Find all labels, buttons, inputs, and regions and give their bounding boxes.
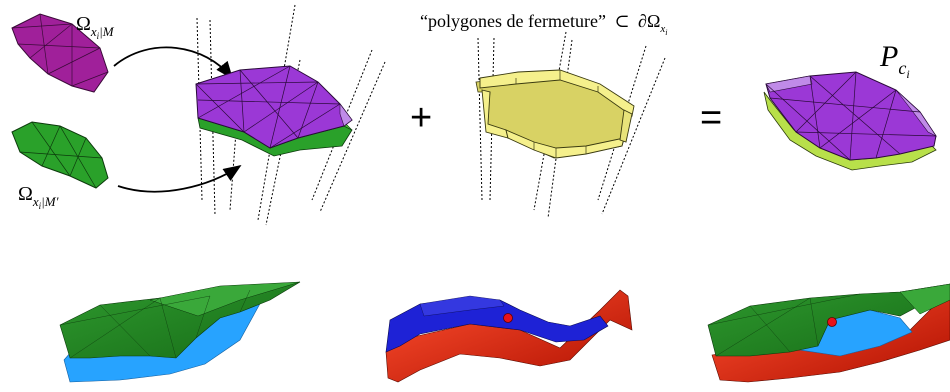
plus-sign: + [410, 97, 432, 139]
seed-point-dot [503, 313, 513, 323]
closure-polygon [475, 69, 635, 159]
label-omega-m-prime: Ωxi|M′ [18, 183, 59, 211]
label-omega-m: Ωxi|M [76, 13, 115, 41]
result-patch [763, 71, 937, 171]
magenta-patch [11, 13, 109, 93]
bottom-view-combined [707, 283, 950, 383]
bottom-view-closure [385, 289, 633, 383]
green-patch [11, 121, 109, 189]
bottom-view-meshes [59, 281, 301, 383]
caption-closing-polygons: “polygones de fermeture” ⊂ ∂Ωxi [420, 11, 667, 37]
arrow-green-to-assembly [117, 165, 242, 193]
label-p-ci: Pci [879, 40, 910, 81]
equals-sign: = [700, 97, 722, 139]
assembly-patch [195, 65, 353, 157]
seed-point-dot-combined [827, 317, 837, 327]
arrow-magenta-to-assembly [113, 46, 234, 80]
